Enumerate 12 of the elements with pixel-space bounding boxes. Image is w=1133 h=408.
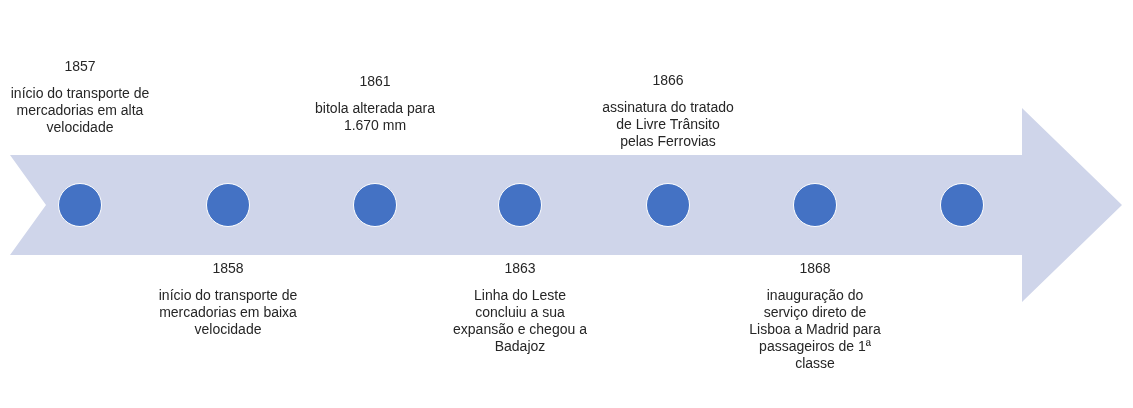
event-description: início do transporte de mercadorias em alta velocidade: [10, 85, 150, 136]
event-description: início do transporte de mercadorias em baixa velocidade: [158, 287, 298, 338]
event-description: assinatura do tratado de Livre Trânsito pelas Ferrovias: [601, 99, 735, 150]
event-description: bitola alterada para 1.670 mm: [314, 100, 436, 134]
year-label: 1866: [652, 72, 684, 89]
year-label: 1857: [64, 58, 96, 75]
event-description: inauguração do serviço direto de Lisboa a Madrid para passageiros de 1ª classe: [748, 287, 882, 372]
year-label: 1863: [504, 260, 536, 277]
year-label: 1868: [799, 260, 831, 277]
year-label: 1858: [212, 260, 244, 277]
event-description: Linha do Leste concluiu a sua expansão e chegou a Badajoz: [452, 287, 588, 355]
year-label: 1861: [359, 73, 391, 90]
